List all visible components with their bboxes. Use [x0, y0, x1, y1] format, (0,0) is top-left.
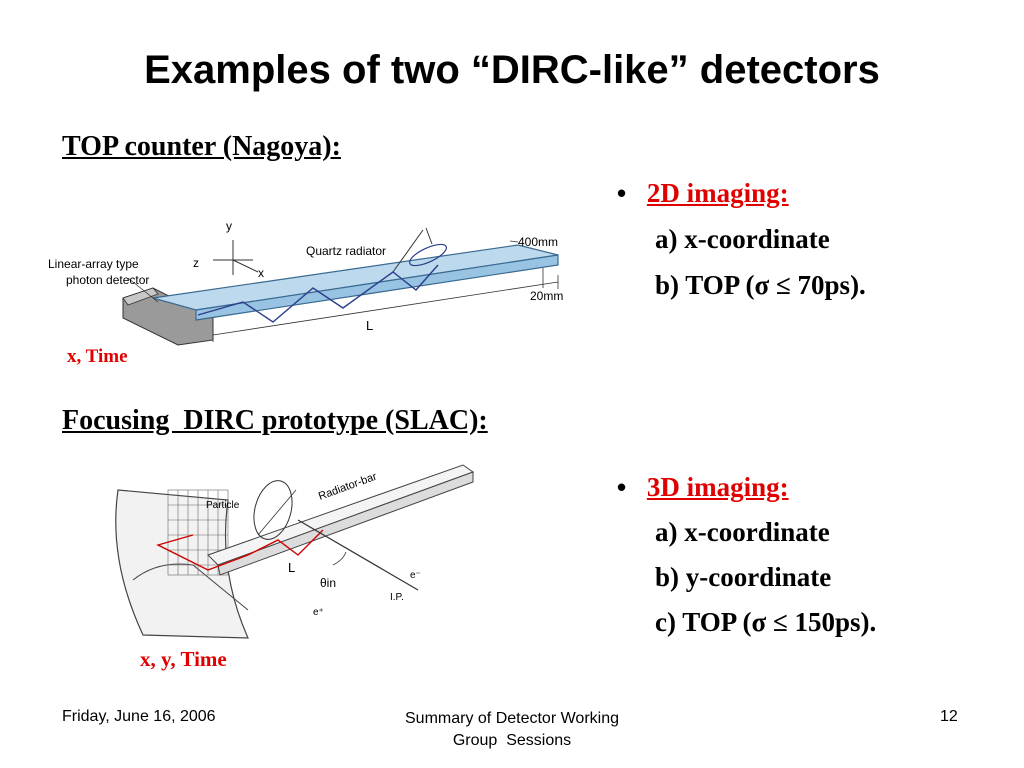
footer-center: Summary of Detector Working Group Sessio…: [362, 708, 662, 752]
bullet-2d-item-1: a) x-coordinate: [655, 224, 830, 254]
bullet-3d-item-3: c) TOP (σ ≤ 150ps).: [655, 607, 877, 637]
e-minus-label: e⁻: [410, 570, 421, 581]
particle-label: Particle: [206, 500, 240, 511]
photon-path-red: [156, 529, 324, 571]
dim-20mm-label: 20mm: [530, 289, 563, 303]
quartz-label: Quartz radiator: [306, 244, 386, 258]
axis-y-label: y: [226, 219, 232, 233]
particle-track: [297, 519, 419, 591]
bullet-2d-title: 2D imaging:: [646, 178, 789, 208]
theta-in-label: θin: [320, 576, 336, 590]
e-plus-label: e⁺: [313, 607, 324, 618]
bullet-3d-item-2: b) y-coordinate: [655, 562, 832, 592]
dim-L-label: L: [366, 318, 373, 333]
footer-page-number: 12: [940, 708, 958, 725]
section1-heading: TOP counter (Nagoya):: [62, 131, 341, 162]
ip-label: I.P.: [390, 592, 404, 603]
section1-caption: x, Time: [67, 346, 128, 367]
bullet-dot: •: [617, 178, 627, 208]
bullet-3d-imaging: • 3D imaging:: [617, 472, 789, 503]
section2-heading: Focusing DIRC prototype (SLAC):: [62, 405, 488, 436]
bullet-dot: •: [617, 472, 627, 502]
photon-detector-label-2: photon detector: [66, 273, 149, 287]
bullet-3d-item-1: a) x-coordinate: [655, 517, 830, 547]
dirc-L-label: L: [288, 560, 295, 575]
top-counter-figure: y z x Linear-array type photon detector …: [48, 219, 563, 346]
axis-z-label: z: [193, 256, 199, 270]
footer-center-line1: Summary of Detector Working: [405, 710, 619, 727]
bullet-2d-item-2: b) TOP (σ ≤ 70ps).: [655, 270, 866, 300]
bullet-3d-title: 3D imaging:: [646, 472, 789, 502]
dim-400mm-label: 400mm: [518, 235, 558, 249]
focusing-dirc-figure: Particle Radiator-bar L θin e⁻ I.P. e⁺: [115, 464, 475, 639]
radiator-bar: [207, 464, 475, 566]
section2-caption: x, y, Time: [140, 647, 227, 671]
footer-date: Friday, June 16, 2006: [62, 708, 216, 725]
axis-x-label: x: [258, 266, 264, 280]
slide-title: Examples of two “DIRC-like” detectors: [144, 48, 880, 92]
bullet-2d-imaging: • 2D imaging:: [617, 178, 789, 209]
footer-center-line2: Group Sessions: [452, 732, 572, 749]
photon-detector-label-1: Linear-array type: [48, 257, 139, 271]
photon-path: [197, 264, 439, 323]
